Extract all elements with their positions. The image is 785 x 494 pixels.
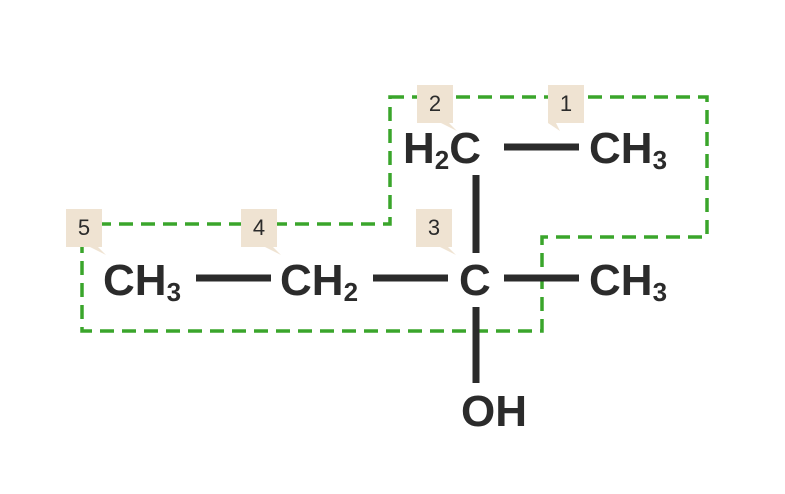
atom-ch3-top: CH3 xyxy=(589,124,667,175)
atom-h2c-top: H2C xyxy=(403,124,481,175)
atom-ch3-right: CH3 xyxy=(589,256,667,307)
tag-number-2: 2 xyxy=(417,85,457,131)
tag-number-3: 3 xyxy=(416,209,456,255)
tag-label-2: 2 xyxy=(429,91,441,116)
tag-number-1: 1 xyxy=(548,85,584,131)
tag-number-5: 5 xyxy=(66,209,106,255)
atom-oh: OH xyxy=(461,387,527,436)
atom-ch2-mid: CH2 xyxy=(280,256,358,307)
atom-c-center: C xyxy=(459,256,491,305)
tag-number-4: 4 xyxy=(241,209,281,255)
tag-label-5: 5 xyxy=(78,215,90,240)
tag-label-4: 4 xyxy=(253,215,265,240)
atom-ch3-left: CH3 xyxy=(103,256,181,307)
tag-label-3: 3 xyxy=(428,215,440,240)
tag-label-1: 1 xyxy=(560,91,572,116)
main-chain-outline xyxy=(80,95,709,333)
